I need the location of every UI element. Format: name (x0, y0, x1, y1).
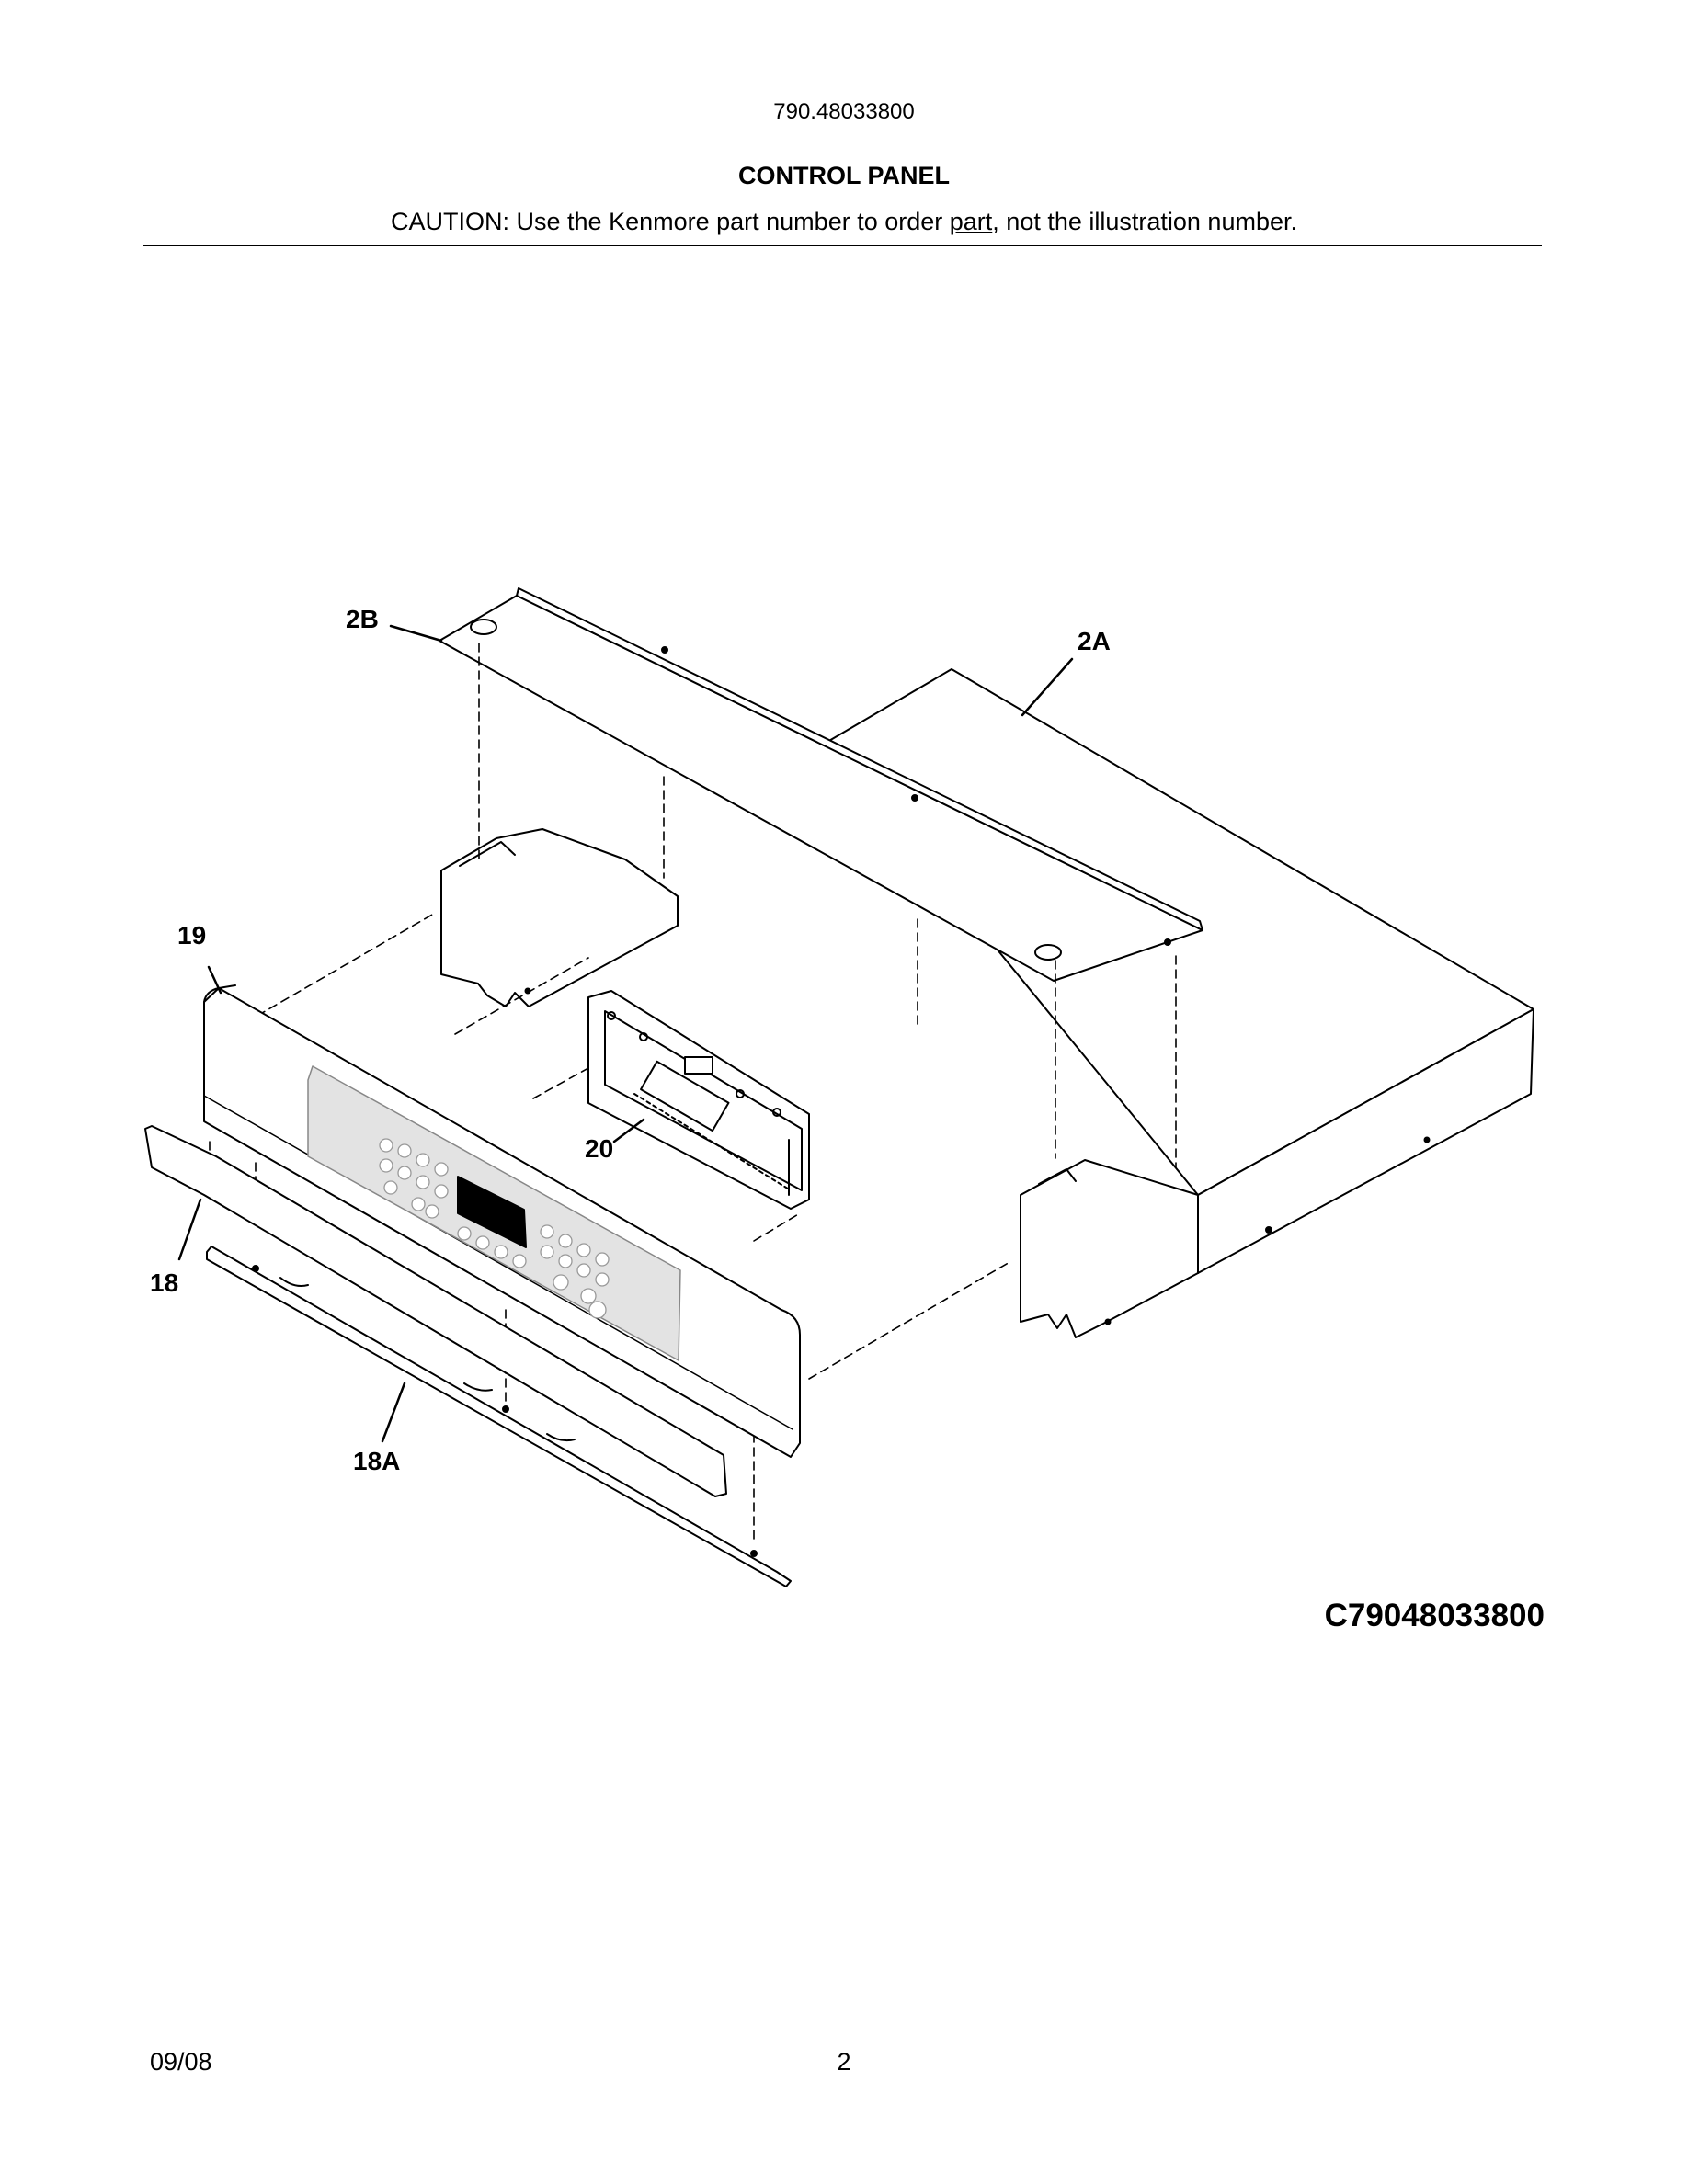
top-cover-2a (827, 668, 1534, 1274)
callout-2a: 2A (1078, 627, 1111, 655)
footer-date: 09/08 (150, 2048, 212, 2076)
header-rule (143, 245, 1542, 246)
caution-underlined-word: part (949, 208, 993, 235)
control-board-20 (587, 990, 810, 1210)
control-panel-19 (203, 984, 801, 1458)
right-side-bracket (1020, 1159, 1272, 1338)
section-title: CONTROL PANEL (737, 162, 950, 189)
callout-20: 20 (585, 1134, 613, 1163)
left-side-bracket (440, 828, 679, 1007)
model-number: 790.48033800 (773, 99, 915, 124)
caution-note: CAUTION: Use the Kenmore part number to … (0, 208, 1688, 236)
drawing-code: C79048033800 (1324, 1598, 1545, 1633)
callout-18a: 18A (353, 1447, 400, 1475)
lower-bracket-18a (206, 1246, 792, 1587)
trim-strip-18 (144, 1125, 727, 1497)
caution-suffix: , not the illustration number. (992, 208, 1297, 235)
callout-2b: 2B (346, 605, 379, 633)
callout-18: 18 (150, 1268, 178, 1297)
callout-19: 19 (177, 921, 206, 950)
page-number: 2 (837, 2048, 851, 2076)
caution-prefix: CAUTION: Use the Kenmore part number to … (391, 208, 950, 235)
trim-strip-2b (439, 587, 1203, 982)
